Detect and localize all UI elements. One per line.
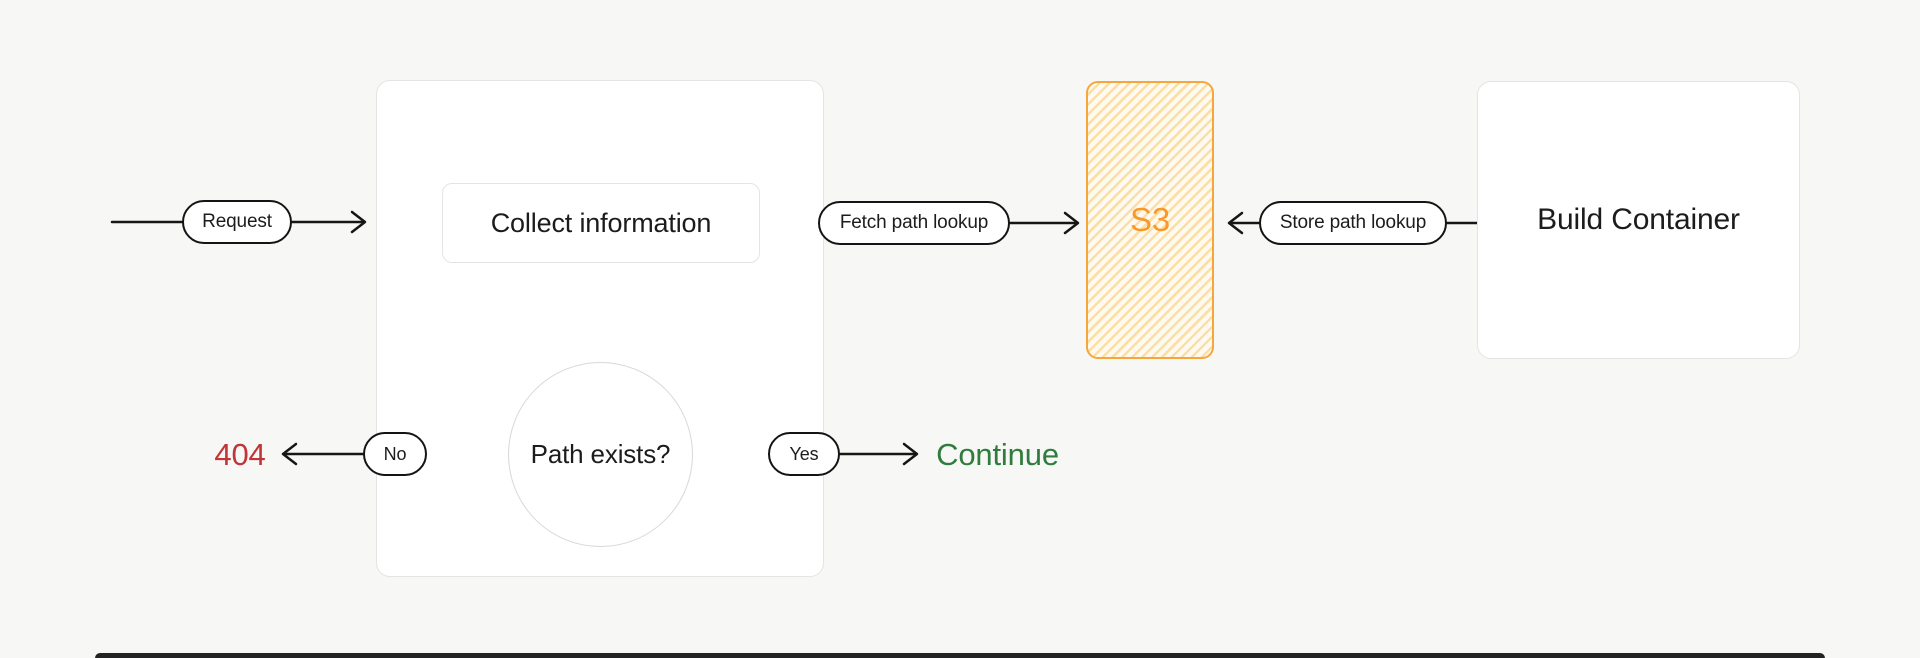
yes-pill-label: Yes <box>789 443 819 464</box>
fetch-path-lookup-pill: Fetch path lookup <box>818 201 1010 245</box>
s3-box: S3 <box>1086 81 1214 359</box>
store-path-lookup-pill: Store path lookup <box>1259 201 1447 245</box>
build-container-label: Build Container <box>1537 203 1740 236</box>
result-continue-text: Continue <box>936 437 1059 472</box>
store-path-lookup-label: Store path lookup <box>1279 212 1427 233</box>
yes-pill: Yes <box>768 432 840 476</box>
build-container-box: Build Container <box>1477 81 1800 359</box>
collect-information-label: Collect information <box>490 207 712 238</box>
request-pill: Request <box>182 200 292 244</box>
path-exists-decision-circle: Path exists? <box>508 362 693 547</box>
no-pill: No <box>363 432 427 476</box>
request-pill-label: Request <box>202 211 272 232</box>
no-to-404-arrowhead <box>281 442 298 466</box>
collect-information-box: Collect information <box>442 183 760 263</box>
bottom-section-edge <box>95 653 1825 658</box>
store-to-s3-arrowhead <box>1227 211 1244 235</box>
result-404-text: 404 <box>214 437 266 472</box>
no-pill-label: No <box>383 443 407 464</box>
fetch-to-s3-arrowhead <box>1063 211 1080 235</box>
s3-label: S3 <box>1129 201 1171 238</box>
yes-to-continue-arrowhead <box>902 442 919 466</box>
fetch-path-lookup-label: Fetch path lookup <box>839 212 989 233</box>
path-exists-label: Path exists? <box>530 439 671 469</box>
request-to-proxy-arrowhead <box>350 210 367 234</box>
